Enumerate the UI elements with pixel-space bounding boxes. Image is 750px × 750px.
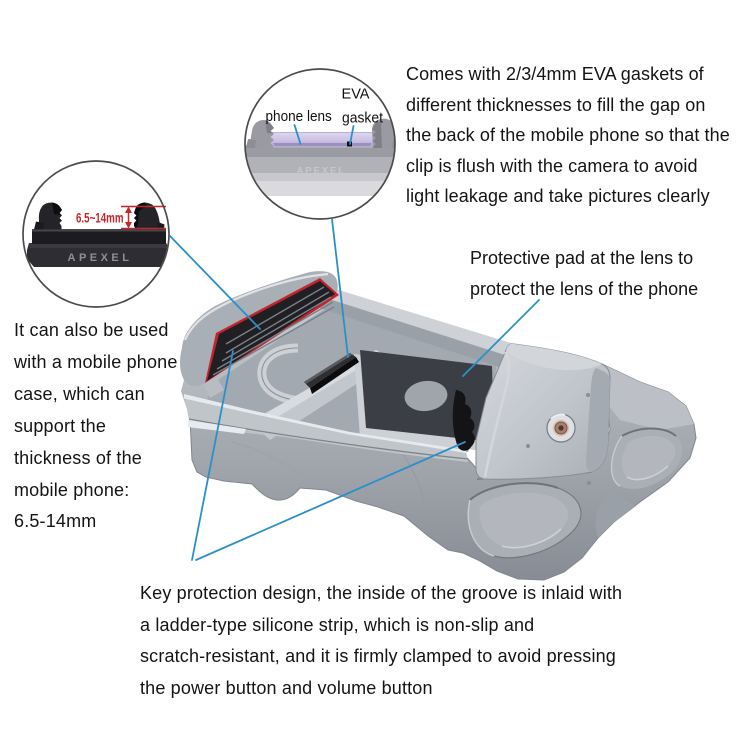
svg-text:EVA: EVA (342, 86, 370, 103)
svg-text:APEXEL: APEXEL (297, 166, 348, 177)
svg-text:6.5~14mm: 6.5~14mm (76, 210, 124, 226)
svg-text:phone lens: phone lens (266, 108, 332, 125)
svg-text:APEXEL: APEXEL (68, 252, 134, 264)
svg-text:gasket: gasket (342, 110, 384, 127)
